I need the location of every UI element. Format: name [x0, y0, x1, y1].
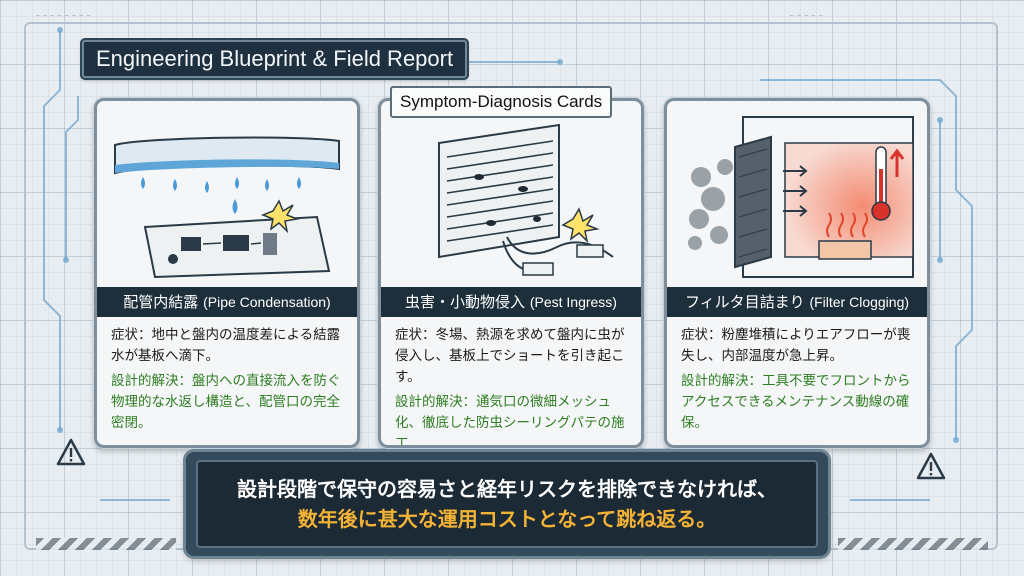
circuit-board-icon: [143, 215, 331, 279]
pipe-condensation-illustration: [114, 136, 340, 279]
card-heading: 配管内結露 (Pipe Condensation): [97, 287, 357, 317]
hazard-stripes: [838, 538, 988, 550]
airflow-arrows-icon: [783, 165, 808, 217]
card-pest-ingress: 虫害・小動物侵入 (Pest Ingress) 症状：冬場、熱源を求めて盤内に虫…: [378, 98, 644, 448]
spark-icon: [260, 199, 300, 234]
warning-icon: [916, 452, 946, 480]
vent-louver-icon: [438, 123, 560, 259]
design-solution-text: 設計的解決：盤内への直接流入を防ぐ物理的な水返し構造と、配管口の完全密閉。: [111, 373, 341, 431]
pipe-icon: [114, 136, 340, 175]
page-title: Engineering Blueprint & Field Report: [82, 40, 468, 78]
conclusion-panel: 設計段階で保守の容易さと経年リスクを排除できなければ、 数年後に甚大な運用コスト…: [186, 452, 828, 556]
warning-icon: [56, 438, 86, 466]
symptom-text: 症状：地中と盤内の温度差による結露水が基板へ滴下。: [111, 327, 341, 364]
thermometer-icon: [871, 146, 905, 221]
blueprint-scribble-text: — — — — — — — —: [36, 12, 91, 19]
conclusion-line-2: 数年後に甚大な運用コストとなって跳ね返る。: [297, 507, 717, 531]
heater-icon: [818, 212, 872, 260]
dust-cloud-icon: [688, 159, 733, 250]
hazard-stripes: [36, 538, 176, 550]
spark-icon: [561, 207, 600, 244]
card-heading: 虫害・小動物侵入 (Pest Ingress): [381, 287, 641, 317]
bug-icon: [474, 174, 541, 226]
water-drops-icon: [141, 177, 301, 237]
connector-icon: [576, 244, 604, 258]
card-body: 症状：地中と盤内の温度差による結露水が基板へ滴下。 設計的解決：盤内への直接流入…: [111, 325, 347, 434]
blueprint-scribble-text: — — — — —: [790, 12, 823, 19]
filter-clogging-illustration: [688, 116, 914, 278]
enclosure-icon: [742, 116, 914, 278]
card-heading: フィルタ目詰まり (Filter Clogging): [667, 287, 927, 317]
pest-ingress-illustration: [438, 123, 614, 276]
design-solution-text: 設計的解決：通気口の微細メッシュ化、徹底した防虫シーリングパテの施工。: [395, 394, 625, 448]
symptom-text: 症状：冬場、熱源を求めて盤内に虫が侵入し、基板上でショートを引き起こす。: [395, 327, 625, 385]
card-filter-clogging: フィルタ目詰まり (Filter Clogging) 症状：粉塵堆積によりエアフ…: [664, 98, 930, 448]
card-body: 症状：冬場、熱源を求めて盤内に虫が侵入し、基板上でショートを引き起こす。 設計的…: [395, 325, 631, 448]
card-pipe-condensation: 配管内結露 (Pipe Condensation) 症状：地中と盤内の温度差によ…: [94, 98, 360, 448]
filter-mesh-icon: [734, 135, 772, 269]
conclusion-line-1: 設計段階で保守の容易さと経年リスクを排除できなければ、: [237, 477, 777, 501]
conclusion-inner: 設計段階で保守の容易さと経年リスクを排除できなければ、 数年後に甚大な運用コスト…: [196, 460, 818, 548]
card-body: 症状：粉塵堆積によりエアフローが喪失し、内部温度が急上昇。 設計的解決：工具不要…: [681, 325, 917, 434]
connector-icon: [522, 262, 554, 276]
symptom-text: 症状：粉塵堆積によりエアフローが喪失し、内部温度が急上昇。: [681, 327, 911, 364]
section-subtitle: Symptom-Diagnosis Cards: [390, 86, 613, 118]
design-solution-text: 設計的解決：工具不要でフロントからアクセスできるメンテナンス動線の確保。: [681, 373, 911, 431]
